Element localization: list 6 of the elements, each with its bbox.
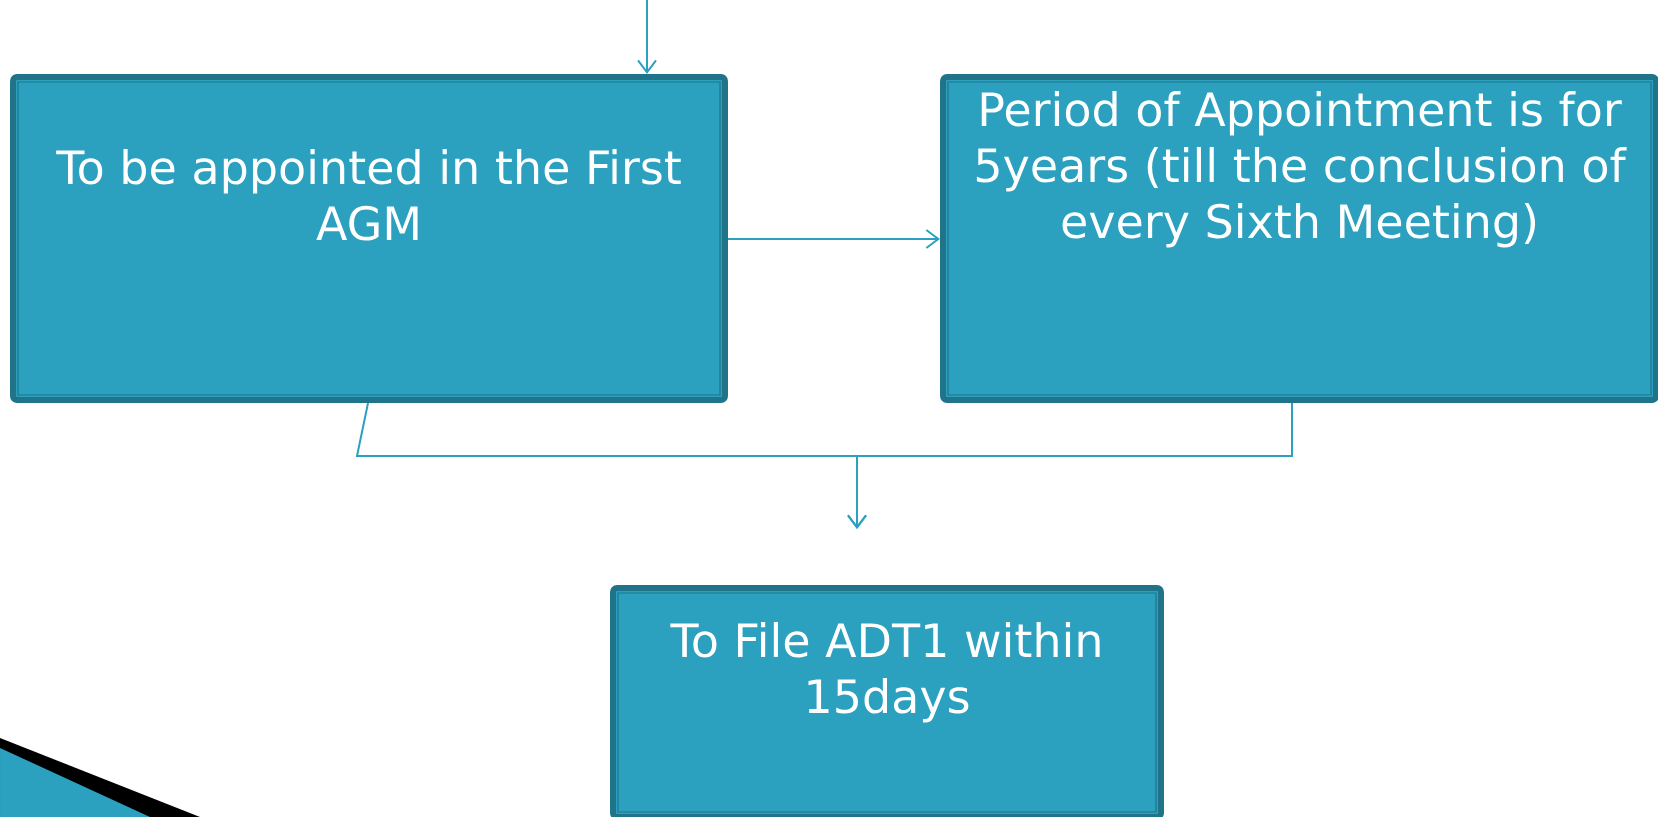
process-box: To File ADT1 within 15days	[610, 585, 1164, 817]
arrow	[637, 0, 657, 74]
process-box: To be appointed in the First AGM	[10, 74, 728, 403]
process-box: Period of Appointment is for 5years (till the conclusion of every Sixth Meeting)	[940, 74, 1658, 403]
arrow	[847, 402, 1293, 529]
arrow	[727, 229, 940, 249]
